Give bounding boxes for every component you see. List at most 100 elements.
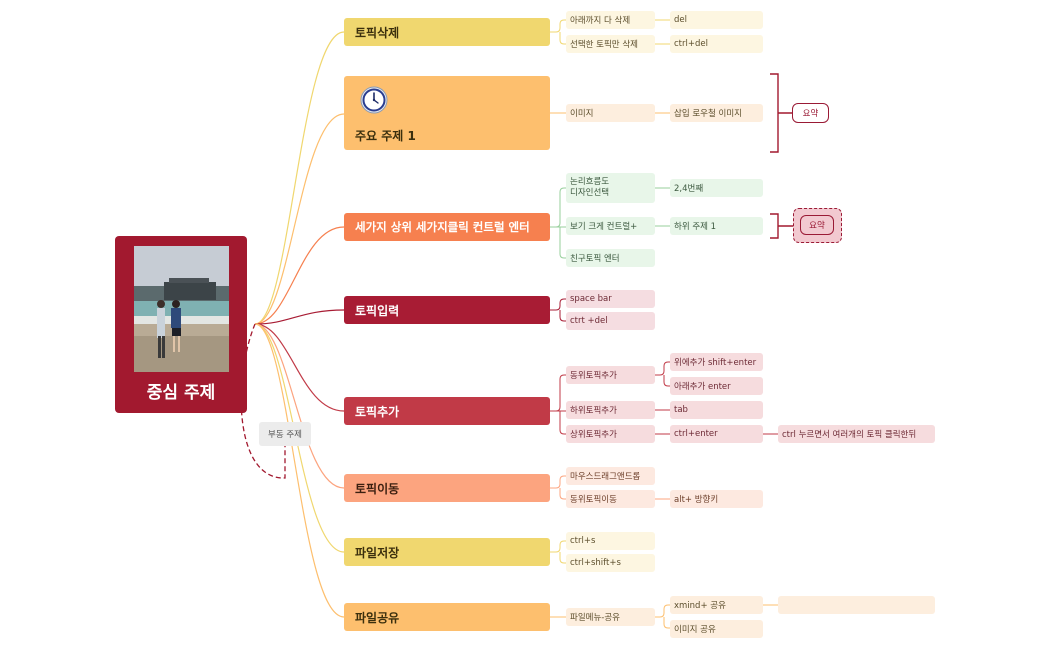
subtopic-label: 하위토픽추가 (570, 406, 617, 416)
subtopic-label: 동위토픽추가 (570, 371, 617, 381)
subtopic-label: 2,4번째 (674, 184, 704, 194)
subtopic-label: 선택한 토픽만 삭제 (570, 40, 638, 50)
subtopic[interactable]: space bar (566, 290, 655, 308)
subtopic-label: 하위 주제 1 (674, 222, 717, 232)
subtopic-label: 삽입 로우철 이미지 (674, 109, 742, 119)
subtopic-label: ctrt +del (570, 316, 608, 326)
branch-line (254, 226, 345, 325)
sub-line (559, 32, 566, 45)
sub-line (550, 19, 566, 33)
summary-label: 요약 (809, 221, 825, 231)
subtopic[interactable]: xmind+ 공유 (670, 596, 763, 614)
topic-save[interactable]: 파일저장 (344, 538, 550, 566)
subtopic-label: ctrl+del (674, 39, 708, 49)
sub-line (550, 475, 566, 489)
subtopic-label: 아래추가 enter (674, 382, 731, 392)
topic-label: 토픽입력 (355, 303, 400, 318)
topic-delete[interactable]: 토픽삭제 (344, 18, 550, 46)
subtopic-label: ctrl+shift+s (570, 558, 621, 568)
subtopic-label: space bar (570, 294, 612, 304)
sub-line (559, 227, 566, 259)
floating-topic[interactable]: 부동 주제 (259, 422, 311, 446)
topic-label: 세가지 상위 세가지클릭 컨트럴 엔터 (355, 220, 530, 234)
subtopic-label: 친구토픽 엔터 (570, 254, 620, 264)
branch-line (254, 323, 345, 618)
subtopic[interactable]: ctrl+enter (670, 425, 763, 443)
subtopic-label: 이미지 공유 (674, 625, 716, 635)
topic-main-1[interactable]: 주요 주제 1 (344, 76, 550, 150)
floating-topic-label: 부동 주제 (268, 430, 302, 440)
branch-line (254, 309, 345, 325)
subtopic[interactable]: 위에추가 shift+enter (670, 353, 763, 371)
subtopic-label: 파일메뉴-공유 (570, 613, 620, 623)
topic-move[interactable]: 토픽이동 (344, 474, 550, 502)
topic-label: 토픽삭제 (355, 25, 400, 40)
sub-line (550, 298, 566, 311)
branch-line (254, 323, 345, 489)
subtopic-label: alt+ 방향키 (674, 495, 719, 505)
subtopic-label: xmind+ 공유 (674, 601, 726, 611)
subtopic[interactable]: 보기 크게 컨트럴+ (566, 217, 655, 235)
topic-input[interactable]: 토픽입력 (344, 296, 550, 324)
subtopic[interactable]: 하위 주제 1 (670, 217, 763, 235)
subtopic-label: 동위토픽이동 (570, 495, 617, 505)
summary-label: 요약 (802, 109, 819, 119)
topic-label: 파일공유 (355, 610, 400, 625)
subtopic[interactable]: 이미지 공유 (670, 620, 763, 638)
subtopic[interactable]: 삽입 로우철 이미지 (670, 104, 763, 122)
subtopic-label: 이미지 (570, 109, 594, 119)
branch-line (254, 323, 345, 412)
subtopic[interactable]: ctrl+del (670, 35, 763, 53)
subtopic-label: 아래까지 다 삭제 (570, 16, 631, 26)
subtopic[interactable] (778, 596, 935, 614)
subtopic[interactable]: 이미지 (566, 104, 655, 122)
subtopic[interactable]: 2,4번째 (670, 179, 763, 197)
subtopic[interactable]: 선택한 토픽만 삭제 (566, 35, 655, 53)
subtopic-label: ctrl+s (570, 536, 596, 546)
central-topic[interactable]: 중심 주제 (115, 236, 247, 413)
summary-node[interactable]: 요약 (800, 215, 834, 235)
summary-bracket (770, 73, 792, 153)
subtopic-label: 보기 크게 컨트럴+ (570, 222, 638, 232)
clock-icon (360, 86, 388, 114)
subtopic[interactable]: 아래추가 enter (670, 377, 763, 395)
sub-line (559, 411, 566, 435)
subtopic-label: ctrl 누르면서 여러개의 토픽 클릭한뒤 (782, 430, 917, 440)
subtopic[interactable]: 상위토픽추가 (566, 425, 655, 443)
subtopic[interactable]: 논리흐름도 디자인선택 (566, 173, 655, 203)
topic-add[interactable]: 토픽추가 (344, 397, 550, 425)
topic-three-select[interactable]: 세가지 상위 세가지클릭 컨트럴 엔터 (344, 213, 550, 241)
subtopic[interactable]: 동위토픽추가 (566, 366, 655, 384)
sub-line (655, 361, 670, 376)
sub-line (663, 375, 670, 387)
subtopic[interactable]: 파일메뉴-공유 (566, 608, 655, 626)
subtopic[interactable]: del (670, 11, 763, 29)
subtopic[interactable]: ctrl+s (566, 532, 655, 550)
subtopic[interactable]: 마우스드래그앤드롭 (566, 467, 655, 485)
subtopic-label: ctrl+enter (674, 429, 718, 439)
sub-line (559, 488, 566, 500)
subtopic-label: del (674, 15, 687, 25)
topic-share[interactable]: 파일공유 (344, 603, 550, 631)
sub-line (663, 617, 670, 629)
branch-line (254, 113, 345, 325)
subtopic-label: 상위토픽추가 (570, 430, 617, 440)
subtopic[interactable]: 하위토픽추가 (566, 401, 655, 419)
subtopic-label: 마우스드래그앤드롭 (570, 472, 641, 482)
subtopic[interactable]: ctrt +del (566, 312, 655, 330)
subtopic[interactable]: 아래까지 다 삭제 (566, 11, 655, 29)
summary-node[interactable]: 요약 (792, 103, 829, 123)
subtopic[interactable]: ctrl 누르면서 여러개의 토픽 클릭한뒤 (778, 425, 935, 443)
sub-line (550, 187, 566, 228)
subtopic[interactable]: alt+ 방향키 (670, 490, 763, 508)
subtopic-label: tab (674, 405, 688, 415)
subtopic[interactable]: 동위토픽이동 (566, 490, 655, 508)
subtopic[interactable]: ctrl+shift+s (566, 554, 655, 572)
sub-line (655, 604, 670, 618)
subtopic[interactable]: 친구토픽 엔터 (566, 249, 655, 267)
subtopic[interactable]: tab (670, 401, 763, 419)
sub-line (550, 374, 566, 412)
floating-connector (240, 323, 286, 479)
